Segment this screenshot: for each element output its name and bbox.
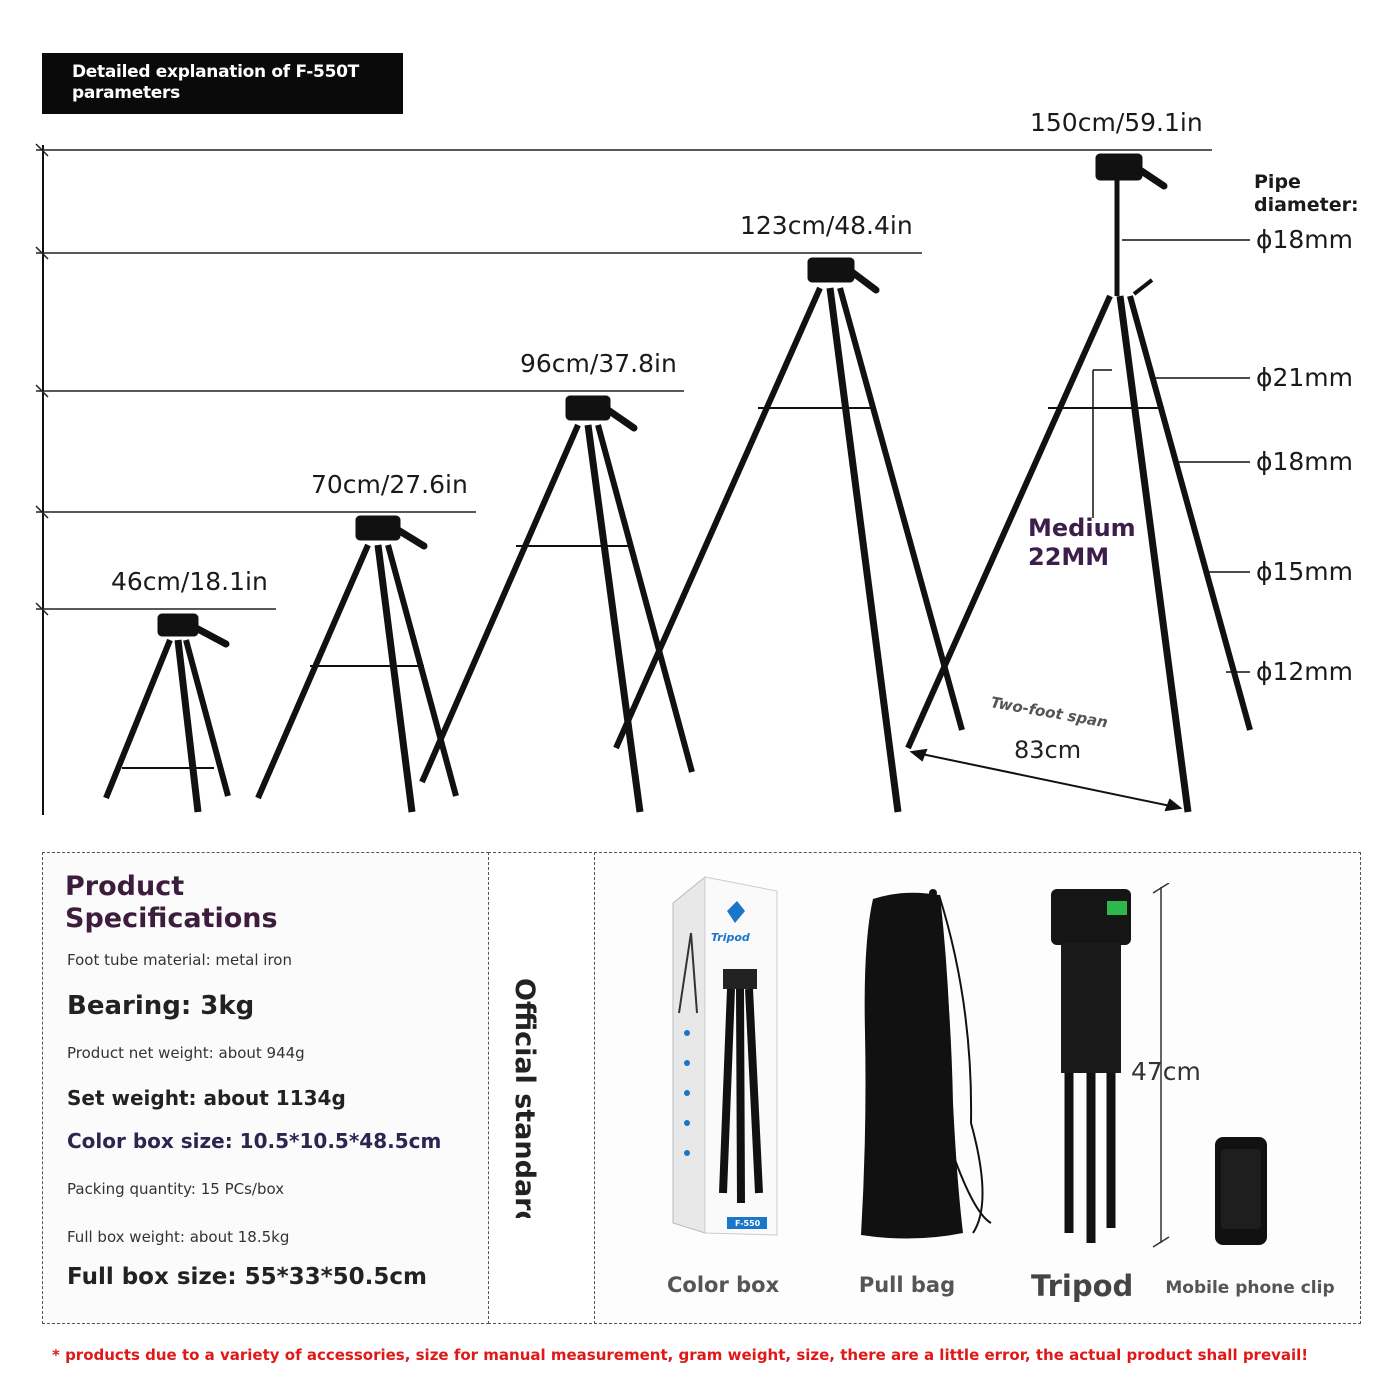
pipe-size-5: ϕ12mm [1256, 657, 1353, 686]
height-label-123: 123cm/48.4in [740, 211, 913, 240]
phone-clip-label: Mobile phone clip [1165, 1278, 1335, 1298]
spec-packing-qty: Packing quantity: 15 PCs/box [67, 1180, 285, 1198]
tripod-46cm [103, 613, 231, 813]
spec-full-box-size: Full box size: 55*33*50.5cm [67, 1264, 428, 1290]
spec-net-weight: Product net weight: about 944g [67, 1044, 305, 1062]
pull-bag-image [861, 889, 992, 1239]
medium-label-1: Medium [1028, 514, 1136, 542]
header-title: Detailed explanation of F-550T parameter… [72, 62, 359, 103]
folded-tripod-image [1051, 883, 1170, 1248]
span-value: 83cm [1014, 736, 1081, 764]
phone-clip-image [1215, 1137, 1267, 1245]
height-line-123: 123cm/48.4in [35, 211, 922, 260]
tripod-96cm [419, 395, 695, 813]
pipe-diameter-title: Pipe diameter: [1254, 171, 1359, 216]
medium-label-2: 22MM [1028, 543, 1109, 571]
pipe-size-1: ϕ18mm [1256, 225, 1353, 254]
header-banner: Detailed explanation of F-550T parameter… [42, 53, 403, 114]
height-line-46: 46cm/18.1in [35, 567, 276, 616]
svg-text:F-550: F-550 [735, 1219, 761, 1228]
height-label-70: 70cm/27.6in [311, 470, 468, 499]
disclaimer-text: * products due to a variety of accessori… [52, 1346, 1309, 1364]
color-box-label: Color box [667, 1273, 780, 1297]
height-line-150: 150cm/59.1in [35, 108, 1212, 157]
official-panel [488, 852, 592, 1324]
spec-full-box-weight: Full box weight: about 18.5kg [67, 1228, 290, 1246]
tripod-150cm [905, 153, 1253, 813]
tripod-123cm [613, 257, 965, 813]
height-label-46: 46cm/18.1in [111, 567, 268, 596]
spec-title: Product Specifications [65, 871, 365, 935]
spec-material: Foot tube material: metal iron [67, 951, 292, 969]
tripod-label: Tripod [1031, 1269, 1134, 1303]
tripod-70cm [255, 515, 459, 813]
spec-title-line1: Product [65, 871, 185, 902]
svg-text:Tripod: Tripod [711, 931, 750, 944]
svg-text:Official standard: Official standard [510, 978, 540, 1218]
pull-bag-label: Pull bag [858, 1273, 956, 1297]
tripod-height-label: 47cm [1131, 1057, 1201, 1086]
span-arrow [909, 748, 1183, 812]
spec-title-line2: Specifications [65, 903, 278, 934]
span-label: Two-foot span [989, 693, 1109, 731]
pipe-size-2: ϕ21mm [1256, 363, 1353, 392]
box-logo-icon [727, 901, 745, 923]
pipe-size-4: ϕ15mm [1256, 557, 1353, 586]
height-label-96: 96cm/37.8in [520, 349, 677, 378]
height-line-96: 96cm/37.8in [35, 349, 684, 398]
spec-set-weight: Set weight: about 1134g [67, 1086, 346, 1110]
products-panel: Tripod F-550 Color box Pull bag 47cm Tri [594, 852, 1361, 1324]
height-label-150: 150cm/59.1in [1030, 108, 1203, 137]
pipe-pointers [1092, 239, 1250, 673]
pipe-size-3: ϕ18mm [1256, 447, 1353, 476]
height-diagram: 150cm/59.1in 123cm/48.4in 96cm/37.8in 70… [35, 108, 1359, 815]
color-box-image: Tripod F-550 [672, 875, 778, 1236]
height-line-70: 70cm/27.6in [35, 470, 476, 519]
spec-color-box-size: Color box size: 10.5*10.5*48.5cm [67, 1129, 442, 1153]
spec-bearing: Bearing: 3kg [67, 991, 255, 1021]
spec-panel: Product Specifications Foot tube materia… [42, 852, 489, 1324]
official-standard-label: Official standard [510, 978, 540, 1218]
